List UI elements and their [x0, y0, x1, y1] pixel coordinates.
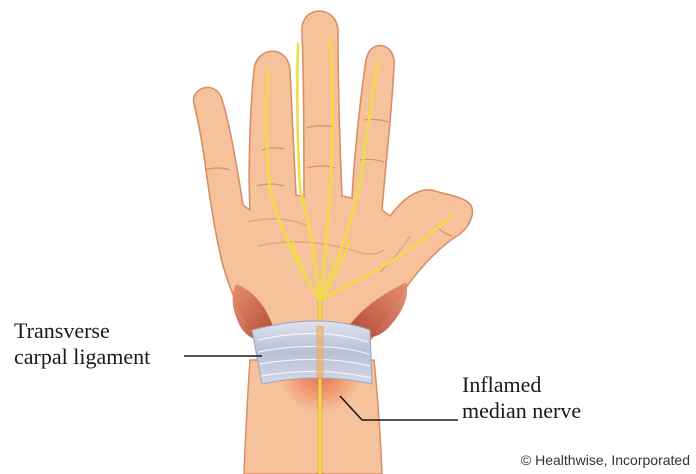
nerve-under-ligament: [316, 326, 324, 378]
ligament-label-line-1: Transverse: [14, 318, 150, 344]
ligament-label: Transverse carpal ligament: [14, 318, 150, 370]
nerve-label-line-2: median nerve: [462, 398, 581, 424]
nerve-label: Inflamed median nerve: [462, 372, 581, 424]
nerve-label-line-1: Inflamed: [462, 372, 581, 398]
ligament-label-line-2: carpal ligament: [14, 344, 150, 370]
copyright-credit: © Healthwise, Incorporated: [521, 452, 690, 468]
